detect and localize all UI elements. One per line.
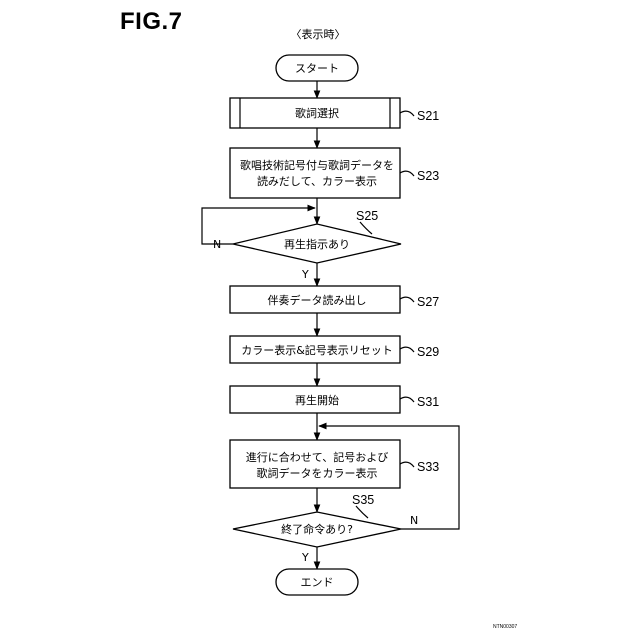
leader-s27 xyxy=(400,297,414,302)
s21-text: 歌詞選択 xyxy=(295,106,339,120)
leader-s21 xyxy=(400,111,414,116)
step-label-s33: S33 xyxy=(417,460,439,474)
start-terminal: スタート xyxy=(276,55,358,81)
step-label-s25: S25 xyxy=(356,209,378,223)
s35-decision: 終了命令あり? xyxy=(233,512,401,547)
step-label-s23: S23 xyxy=(417,169,439,183)
end-label: エンド xyxy=(301,576,334,589)
branch-label-s35-no: N xyxy=(410,514,418,527)
leader-s31 xyxy=(400,397,414,402)
document-code: NTN00307 xyxy=(493,624,517,630)
s33-text-line1: 進行に合わせて、記号および xyxy=(246,450,388,464)
step-label-s35: S35 xyxy=(352,493,374,507)
leader-s23 xyxy=(400,171,414,176)
s23-text-line2: 読みだして、カラー表示 xyxy=(257,174,377,188)
branch-label-s25-yes: Y xyxy=(301,268,309,281)
s23-process: 歌唱技術記号付与歌詞データを 読みだして、カラー表示 xyxy=(230,148,400,198)
figure-subtitle: 〈表示時〉 xyxy=(291,27,346,41)
step-label-s31: S31 xyxy=(417,395,439,409)
leader-s25 xyxy=(360,222,372,234)
leader-s35 xyxy=(356,506,368,518)
s33-process: 進行に合わせて、記号および 歌詞データをカラー表示 xyxy=(230,440,400,488)
start-label: スタート xyxy=(295,62,339,75)
end-terminal: エンド xyxy=(276,569,358,595)
leader-s29 xyxy=(400,347,414,352)
s21-process: 歌詞選択 xyxy=(230,98,400,128)
s31-process: 再生開始 xyxy=(230,386,400,413)
step-label-s21: S21 xyxy=(417,109,439,123)
leader-s33 xyxy=(400,462,414,467)
s27-process: 伴奏データ読み出し xyxy=(230,286,400,313)
s29-text: カラー表示&記号表示リセット xyxy=(241,343,393,357)
branch-label-s35-yes: Y xyxy=(301,551,309,564)
s33-text-line2: 歌詞データをカラー表示 xyxy=(257,466,378,480)
s27-text: 伴奏データ読み出し xyxy=(268,293,367,307)
s31-text: 再生開始 xyxy=(295,393,339,407)
step-label-s27: S27 xyxy=(417,295,439,309)
s23-text-line1: 歌唱技術記号付与歌詞データを xyxy=(240,158,394,172)
s25-decision: 再生指示あり xyxy=(233,224,401,263)
step-label-s29: S29 xyxy=(417,345,439,359)
s35-text: 終了命令あり? xyxy=(281,522,353,536)
s29-process: カラー表示&記号表示リセット xyxy=(230,336,400,363)
branch-label-s25-no: N xyxy=(213,238,221,251)
s25-text: 再生指示あり xyxy=(284,237,350,251)
